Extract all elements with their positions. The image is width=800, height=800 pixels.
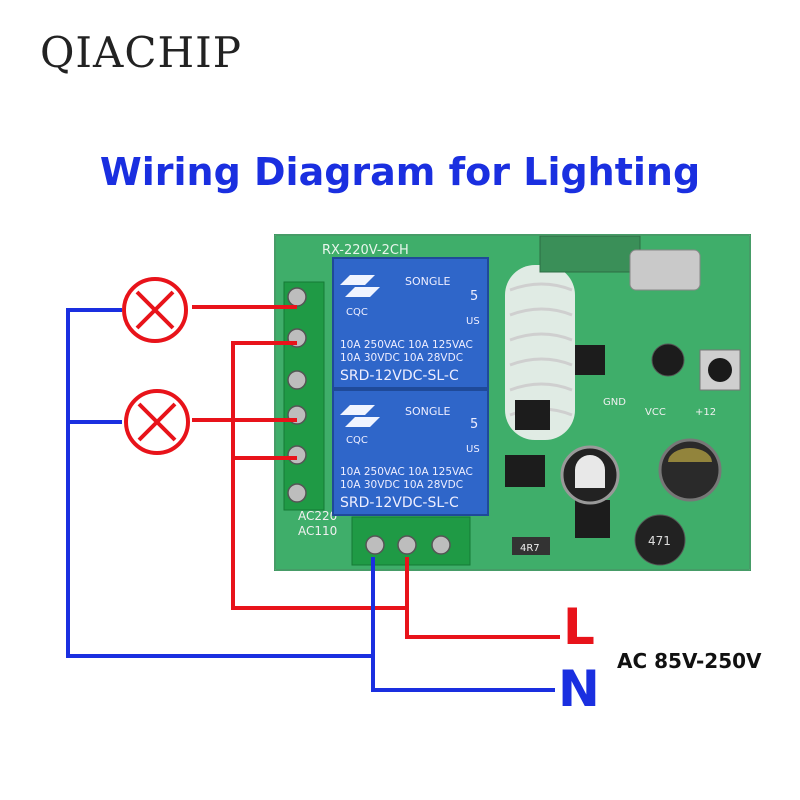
relay-model: SRD-12VDC-SL-C <box>340 368 459 384</box>
ac110-label: AC110 <box>298 524 337 538</box>
neutral-label: N <box>558 660 600 718</box>
ac220-label: AC220 <box>298 509 337 523</box>
ic-chip <box>575 345 605 375</box>
resistor <box>512 537 550 555</box>
relay-mark: US <box>466 444 480 455</box>
line-wires <box>192 305 560 639</box>
ic-chip <box>515 400 550 430</box>
board-model: RX-220V-2CH <box>322 243 409 258</box>
crystal-oscillator <box>629 249 701 291</box>
relay-mark: 5 <box>470 417 478 432</box>
capacitor <box>651 343 685 377</box>
neutral-wires <box>66 308 555 692</box>
relay-cert: CQC <box>346 435 368 446</box>
relay-mark: US <box>466 316 480 327</box>
relay-spec: 10A 30VDC 10A 28VDC <box>340 479 463 491</box>
output-terminal-block <box>283 281 325 511</box>
lamp-1-icon <box>122 277 188 343</box>
gnd-label: GND <box>603 397 626 408</box>
inductor <box>634 514 686 566</box>
inductor-label: 471 <box>648 534 671 548</box>
brand-logo: QIACHIP <box>40 28 242 77</box>
relay-model: SRD-12VDC-SL-C <box>340 495 459 511</box>
relay-brand: SONGLE <box>405 275 451 288</box>
lamp-2-icon <box>124 389 190 455</box>
ic-chip <box>505 455 545 487</box>
diagram-title: Wiring Diagram for Lighting <box>99 150 701 194</box>
relay-spec: 10A 250VAC 10A 125VAC <box>340 466 473 478</box>
vcc-label: VCC <box>645 407 666 418</box>
relay-brand: SONGLE <box>405 405 451 418</box>
resistor-label: 4R7 <box>520 543 540 554</box>
relay-1: SONGLE CQC 5 US 10A 250VAC 10A 125VAC 10… <box>332 257 489 389</box>
ic-chip <box>575 500 610 538</box>
relay-cert: CQC <box>346 307 368 318</box>
antenna-coil <box>505 265 575 440</box>
relay-spec: 10A 30VDC 10A 28VDC <box>340 352 463 364</box>
relay-spec: 10A 250VAC 10A 125VAC <box>340 339 473 351</box>
plus12-label: +12 <box>695 407 716 418</box>
learn-button <box>699 349 741 391</box>
voltage-label: AC 85V-250V <box>617 649 762 673</box>
line-label: L <box>563 598 595 656</box>
relay-2: SONGLE CQC 5 US 10A 250VAC 10A 125VAC 10… <box>332 389 489 516</box>
power-terminal-block <box>351 516 471 566</box>
relay-mark: 5 <box>470 289 478 304</box>
